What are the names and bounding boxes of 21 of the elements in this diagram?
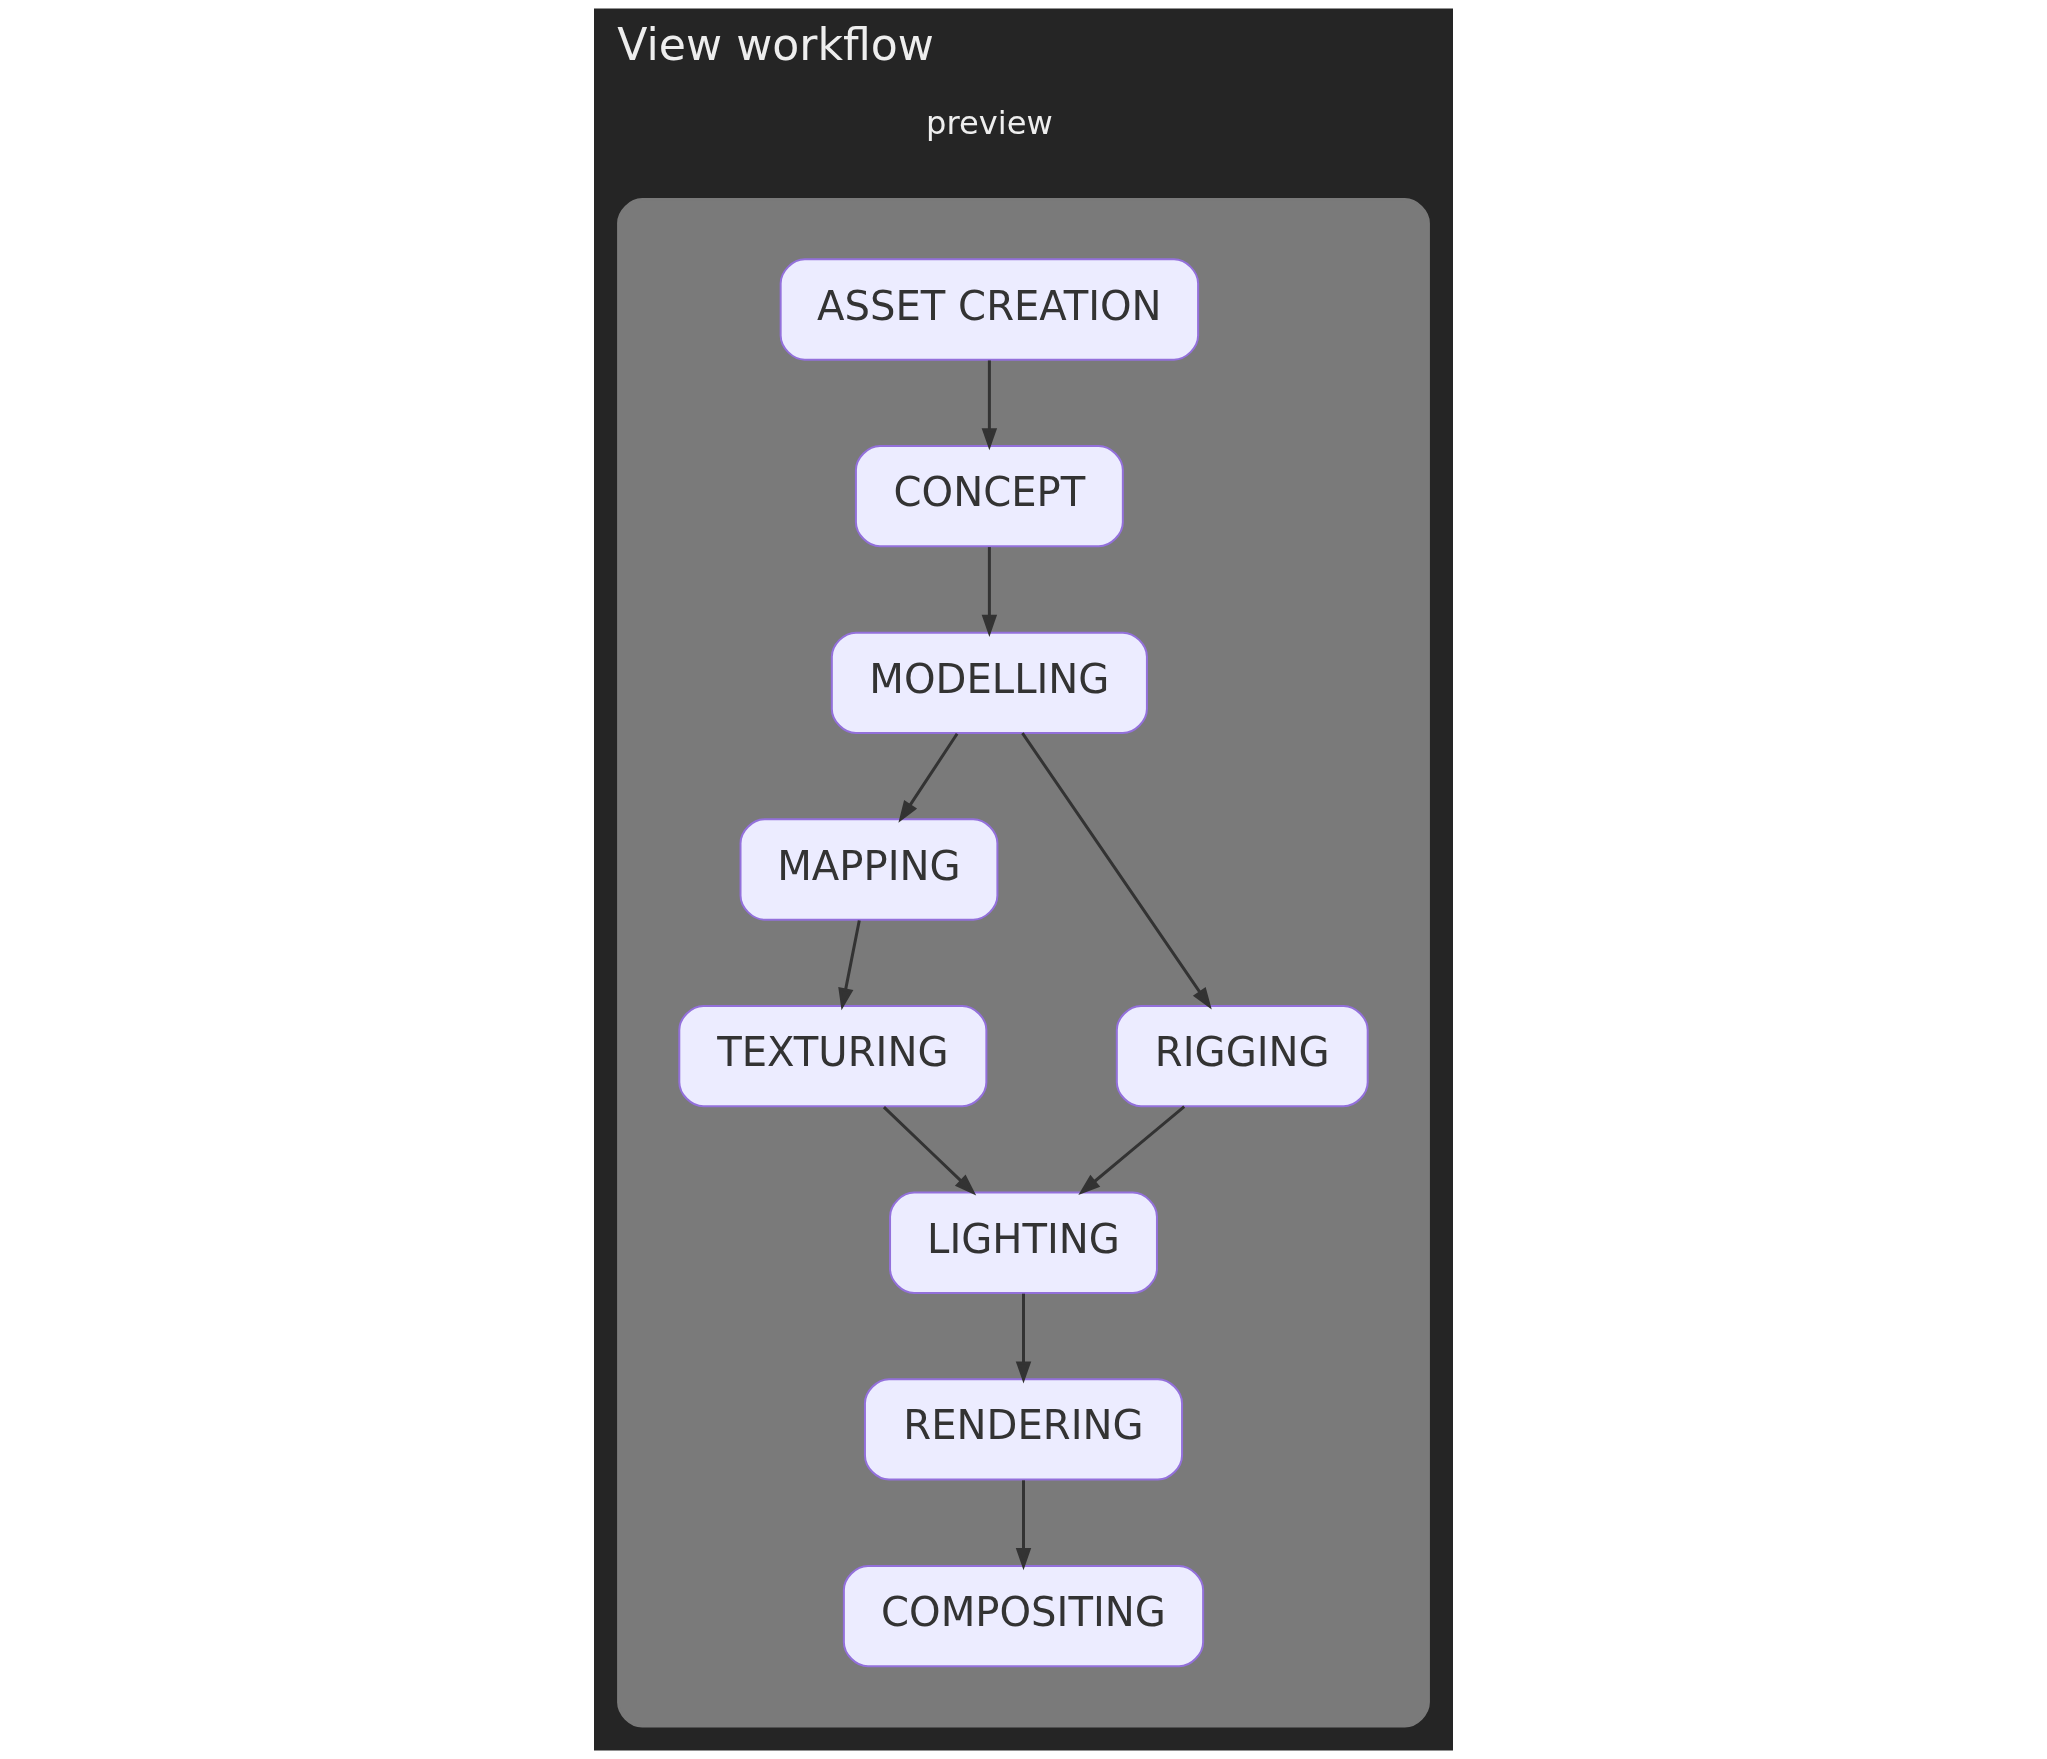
node-box: RIGGING [1115, 1004, 1369, 1108]
arrow [1015, 1480, 1032, 1571]
label: preview [926, 104, 1053, 143]
node-box: COMPOSITING [842, 1564, 1205, 1668]
diagram-title: View workflow [617, 18, 934, 70]
node-box: ASSET CREATION [779, 258, 1200, 361]
node-box: TEXTURING [678, 1004, 988, 1108]
arrow [882, 1106, 977, 1196]
node-box: MAPPING [739, 818, 999, 921]
node-box: MODELLING [830, 631, 1148, 734]
arrow [1015, 1293, 1032, 1384]
arrow [838, 920, 861, 1011]
arrow [981, 547, 998, 637]
arrow [1021, 732, 1212, 1010]
node-box: LIGHTING [889, 1191, 1158, 1294]
arrow [981, 360, 998, 451]
node-box: CONCEPT [854, 445, 1124, 548]
arrow [898, 732, 959, 823]
node-box: RENDERING [863, 1378, 1184, 1481]
cluster [617, 198, 1430, 1728]
arrow [1078, 1105, 1186, 1195]
